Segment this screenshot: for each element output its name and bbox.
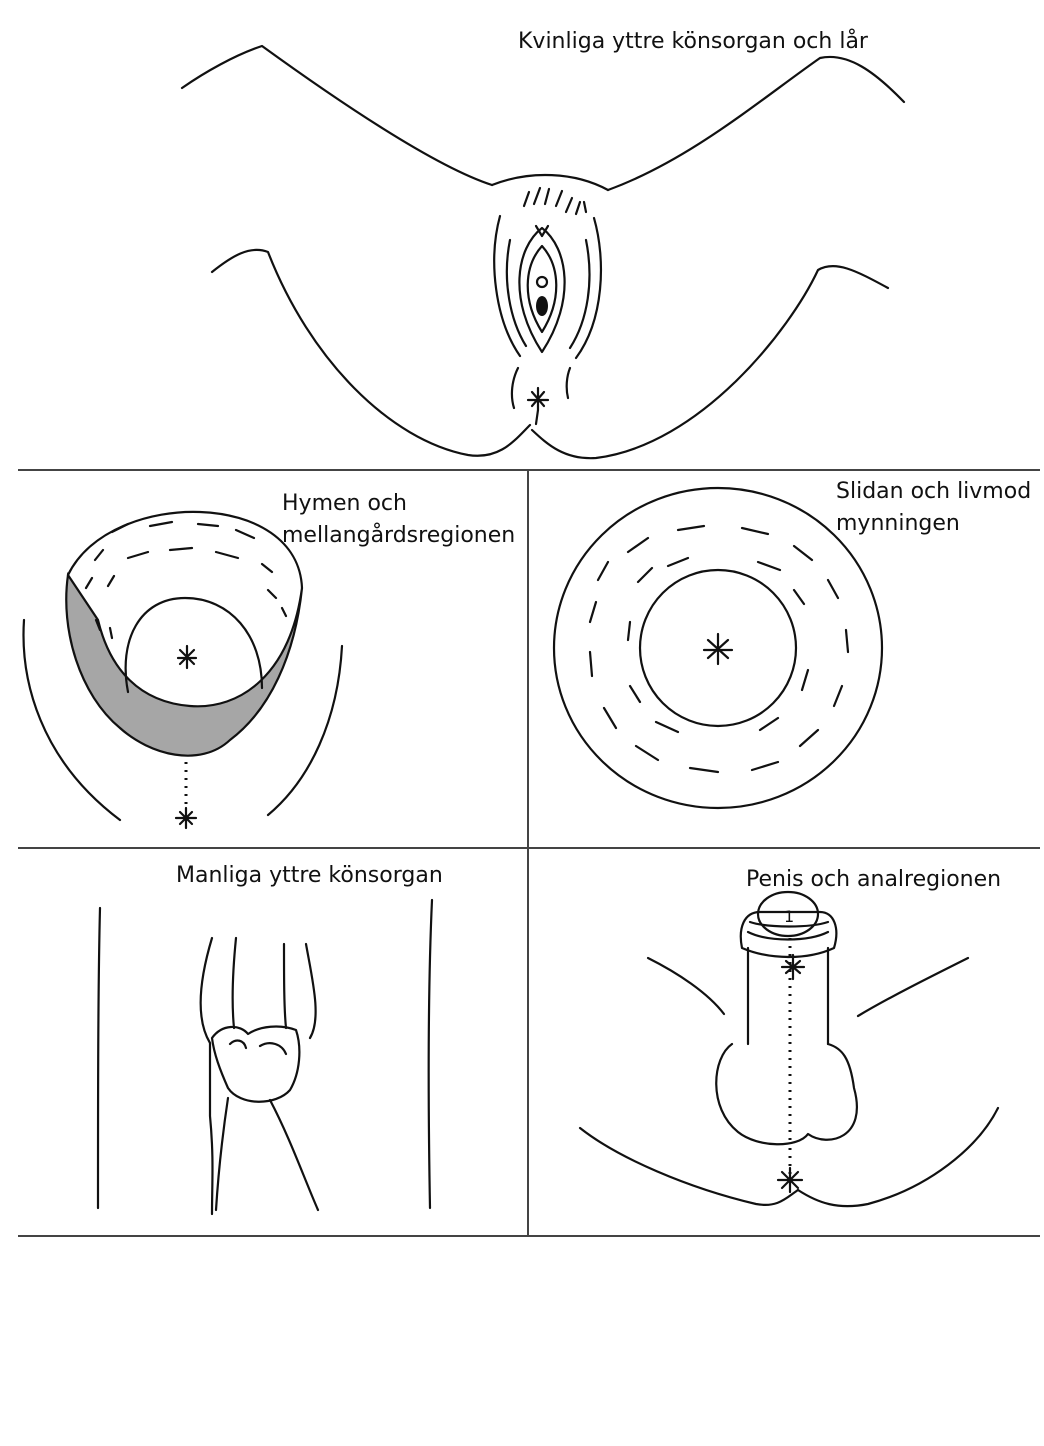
pubic-hair-marks [524,188,586,214]
vaginal-opening [536,296,548,316]
left-thigh-upper-contour [182,46,492,185]
scrotum-sac [716,1044,857,1144]
left-inner-leg [233,938,236,1028]
perineum-right [567,368,570,398]
scrotum-outline [212,1027,299,1102]
penis-anal-panel: 1 [528,848,1044,1236]
left-lower-leg [216,1098,228,1210]
right-thigh-upper-contour [608,57,904,190]
anus-star-male [782,955,804,979]
left-thigh-inner-contour [212,250,530,456]
male-external-panel [0,848,528,1236]
left-thigh-line [98,908,100,1208]
perineum-left [512,368,518,408]
vagina-panel [528,470,1044,848]
left-thigh-contour-m [648,958,724,1014]
right-inner-leg [284,944,286,1028]
right-thigh-line [429,900,432,1208]
labia-outer-right [570,240,589,348]
hymen-panel [0,470,528,848]
anus-star-hymen [176,808,196,828]
right-lower-leg [270,1100,318,1210]
cervix-star-hymen [178,646,196,668]
right-thigh-inner-contour [532,266,888,458]
glans-mark: 1 [784,907,794,926]
right-buttock-contour-m [798,1108,998,1206]
anus-star-lower [778,1168,802,1192]
clitoris-mark [537,277,547,287]
labia-minora-inner [528,246,557,332]
vaginal-opening-outline [126,598,262,692]
left-buttock-contour-m [580,1128,798,1205]
mons-pubis-outline [492,175,608,190]
anus-star-female [528,388,548,424]
right-leg-outline [306,944,316,1038]
female-external-panel [0,0,1044,470]
left-leg-outline [201,938,213,1214]
scrotum-detail [230,1041,286,1054]
hymen-shaded-rim [66,575,302,756]
vestibule-hatching [86,522,286,638]
cervix-star [704,634,732,664]
right-thigh-contour-m [858,958,968,1016]
